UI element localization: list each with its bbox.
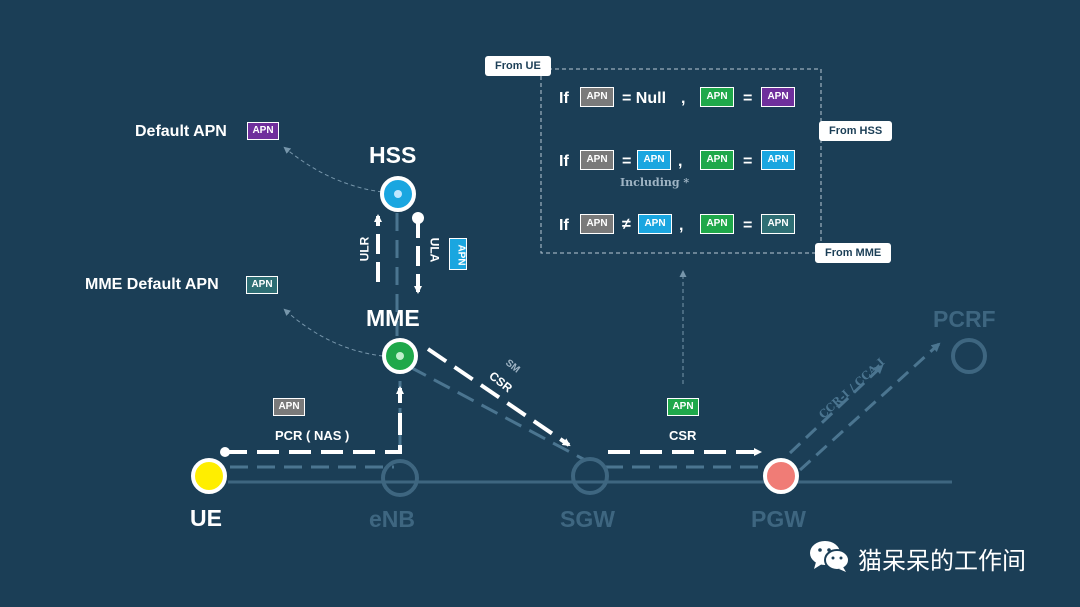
signal-arrows <box>225 214 762 456</box>
rule1-hss-apn: APN <box>761 87 795 107</box>
rule2-including-note: Including * <box>620 176 690 189</box>
pcr-start-dot <box>220 447 230 457</box>
rule3-result-apn: APN <box>700 214 734 234</box>
rule1-eq: = <box>743 90 753 107</box>
ccr-cca-arrow <box>798 342 941 472</box>
ue-node[interactable] <box>191 458 227 494</box>
hss-node-core <box>394 190 402 198</box>
mme-label: MME <box>366 305 420 331</box>
rule2-if: If <box>559 153 569 170</box>
watermark-text: 猫呆呆的工作间 <box>858 547 1026 575</box>
sgw-label: SGW <box>560 506 615 532</box>
rule2-comma: , <box>678 153 683 170</box>
ula-apn-tag: APN <box>449 238 467 270</box>
mme-node-core <box>396 352 404 360</box>
mme-default-apn-label: MME Default APN <box>85 276 219 293</box>
rule1-eq-null: = Null <box>622 90 667 107</box>
sgw-node[interactable] <box>571 457 609 495</box>
default-apn-tag: APN <box>247 122 279 140</box>
pgw-label: PGW <box>751 506 806 532</box>
pgw-node[interactable] <box>763 458 799 494</box>
pcr-apn-tag: APN <box>273 398 305 416</box>
enb-label: eNB <box>369 506 416 532</box>
annotation-pointers <box>283 146 687 384</box>
rule3-neq: ≠ <box>622 216 631 233</box>
ula-start-dot <box>412 212 424 224</box>
rule3-comma: , <box>679 217 684 234</box>
rule3-mme-apn: APN <box>761 214 795 234</box>
rule2-hss-apn: APN <box>637 150 671 170</box>
ula-label: ULA <box>427 237 442 263</box>
dim-signal-paths <box>230 213 760 469</box>
wechat-icon <box>810 541 850 572</box>
rule2-final-apn: APN <box>761 150 795 170</box>
rule1-result-apn: APN <box>700 87 734 107</box>
ulr-label: ULR <box>357 236 372 262</box>
pcrf-node[interactable] <box>951 338 987 374</box>
rule2-ue-apn: APN <box>580 150 614 170</box>
rule3-ue-apn: APN <box>580 214 614 234</box>
rule1-comma: , <box>681 90 686 107</box>
rule3-eq: = <box>743 217 753 234</box>
ue-label: UE <box>190 505 222 531</box>
enb-node[interactable] <box>381 459 419 497</box>
callout-from-mme: From MME <box>815 243 892 263</box>
mme-default-apn-tag: APN <box>246 276 278 294</box>
rule2-eq2: = <box>743 153 753 170</box>
hss-label: HSS <box>369 142 417 168</box>
rule1-ue-apn: APN <box>580 87 614 107</box>
callout-from-ue: From UE <box>485 56 551 76</box>
rule1-if: If <box>559 90 569 107</box>
rule2-eq: = <box>622 153 632 170</box>
pcr-nas-label: PCR ( NAS ) <box>275 428 350 443</box>
condition-box <box>540 68 822 254</box>
rule3-if: If <box>559 217 569 234</box>
csr-sgw-label: CSR <box>669 428 697 443</box>
rule3-hss-apn: APN <box>638 214 672 234</box>
default-apn-label: Default APN <box>135 123 227 140</box>
callout-from-hss: From HSS <box>819 121 893 141</box>
pcrf-label: PCRF <box>933 306 996 332</box>
csr-apn-tag: APN <box>667 398 699 416</box>
rule2-result-apn: APN <box>700 150 734 170</box>
